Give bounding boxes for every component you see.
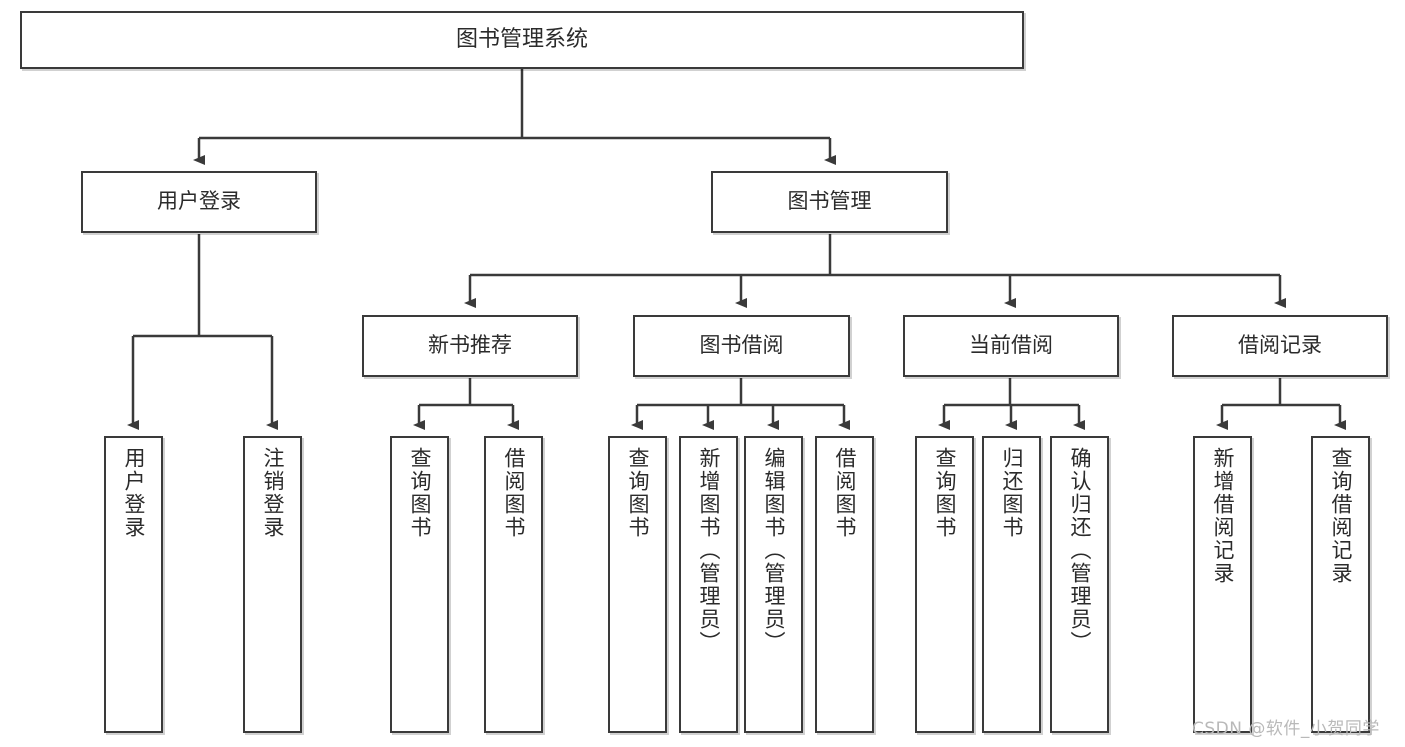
leaf-borrow-edit-book[interactable]: 编辑图书（管理员） (744, 436, 803, 733)
leaf-label: 新增图书（管理员） (697, 447, 721, 654)
leaf-label: 查询图书 (933, 447, 957, 539)
leaf-label: 查询图书 (626, 447, 650, 539)
leaf-current-query-book[interactable]: 查询图书 (915, 436, 974, 733)
node-user-login-label: 用户登录 (157, 189, 241, 214)
node-root-label: 图书管理系统 (455, 26, 588, 52)
node-new-book-recommend-label: 新书推荐 (428, 333, 512, 358)
leaf-borrow-add-book[interactable]: 新增图书（管理员） (679, 436, 738, 733)
leaf-record-add-record[interactable]: 新增借阅记录 (1193, 436, 1252, 733)
leaf-label: 新增借阅记录 (1211, 447, 1235, 585)
node-user-login[interactable]: 用户登录 (81, 171, 317, 233)
leaf-label: 编辑图书（管理员） (762, 447, 786, 654)
leaf-recommend-query-book[interactable]: 查询图书 (390, 436, 449, 733)
leaf-user-login-logout[interactable]: 注销登录 (243, 436, 302, 733)
leaf-record-query-record[interactable]: 查询借阅记录 (1311, 436, 1370, 733)
node-book-management-label: 图书管理 (787, 189, 872, 214)
leaf-current-confirm-return[interactable]: 确认归还（管理员） (1050, 436, 1109, 733)
leaf-label: 注销登录 (261, 447, 285, 539)
leaf-label: 确认归还（管理员） (1068, 447, 1092, 654)
leaf-label: 查询图书 (408, 447, 432, 539)
node-new-book-recommend[interactable]: 新书推荐 (362, 315, 578, 377)
leaf-current-return-book[interactable]: 归还图书 (982, 436, 1041, 733)
node-book-borrow-label: 图书借阅 (699, 333, 784, 358)
leaf-label: 用户登录 (122, 447, 146, 539)
node-current-borrow[interactable]: 当前借阅 (903, 315, 1119, 377)
node-book-borrow[interactable]: 图书借阅 (633, 315, 850, 377)
leaf-label: 借阅图书 (502, 447, 526, 539)
leaf-borrow-query-book[interactable]: 查询图书 (608, 436, 667, 733)
leaf-label: 借阅图书 (833, 447, 857, 539)
watermark: CSDN @软件_小贺同学 (1192, 719, 1380, 739)
node-book-management[interactable]: 图书管理 (711, 171, 948, 233)
node-borrow-record-label: 借阅记录 (1238, 333, 1322, 358)
leaf-recommend-borrow-book[interactable]: 借阅图书 (484, 436, 543, 733)
leaf-label: 查询借阅记录 (1329, 447, 1353, 585)
node-current-borrow-label: 当前借阅 (969, 333, 1053, 358)
node-borrow-record[interactable]: 借阅记录 (1172, 315, 1388, 377)
leaf-user-login-login[interactable]: 用户登录 (104, 436, 163, 733)
leaf-borrow-borrow-book[interactable]: 借阅图书 (815, 436, 874, 733)
node-root[interactable]: 图书管理系统 (20, 11, 1024, 69)
leaf-label: 归还图书 (1000, 447, 1024, 539)
